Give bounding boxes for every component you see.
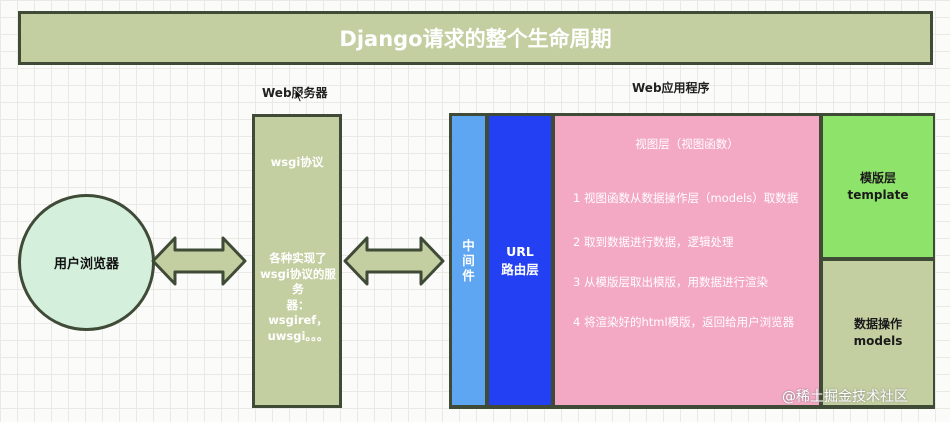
url-routing-layer: URL 路由层	[487, 114, 553, 407]
template-layer-label: 模版层	[859, 170, 896, 185]
middleware-layer: 中间件	[450, 114, 487, 407]
models-layer-label: 数据操作	[853, 317, 902, 332]
web-app-heading: Web应用程序	[632, 81, 710, 95]
middleware-label: 中间件	[462, 238, 475, 283]
wsgi-server-description: 各种实现了 wsgi协议的服 务 器：wsgiref， uwsgi。。。	[257, 251, 339, 344]
wsgi-protocol-label: wsgi协议	[270, 155, 324, 169]
view-step: 2 取到数据进行数据，逻辑处理	[573, 235, 734, 249]
ws-desc-line: uwsgi。。。	[267, 328, 329, 343]
double-arrow-icon	[151, 236, 247, 286]
web-server-node: wsgi协议 各种实现了 wsgi协议的服 务 器：wsgiref， uwsgi…	[252, 114, 342, 408]
view-layer-title: 视图层（视图函数）	[635, 137, 739, 151]
view-layer: 视图层（视图函数） 1 视图函数从数据操作层（models）取数据 2 取到数据…	[553, 114, 821, 407]
template-layer-sub: template	[847, 187, 909, 202]
watermark: @稀土掘金技术社区	[782, 389, 908, 405]
ws-desc-line: wsgi协议的服	[260, 266, 336, 281]
view-step: 1 视图函数从数据操作层（models）取数据	[573, 191, 799, 205]
diagram-title: Django请求的整个生命周期	[18, 11, 933, 65]
models-layer-sub: models	[853, 334, 903, 348]
routing-label: 路由层	[501, 261, 539, 277]
view-step: 4 将渲染好的html模版，返回给用户浏览器	[573, 315, 795, 329]
url-label: URL	[506, 244, 534, 259]
template-layer: 模版层 template	[821, 114, 935, 259]
user-browser-label: 用户浏览器	[53, 257, 119, 272]
ws-desc-line: 各种实现了	[269, 251, 327, 265]
double-arrow-icon	[343, 236, 445, 286]
view-step: 3 从模版层取出模版，用数据进行渲染	[573, 275, 768, 289]
cursor-icon	[294, 88, 304, 103]
ws-desc-line: 务	[292, 282, 304, 297]
models-layer: 数据操作 models	[821, 259, 935, 407]
ws-desc-line: 器：wsgiref，	[268, 297, 328, 328]
user-browser-node: 用户浏览器	[18, 194, 155, 331]
